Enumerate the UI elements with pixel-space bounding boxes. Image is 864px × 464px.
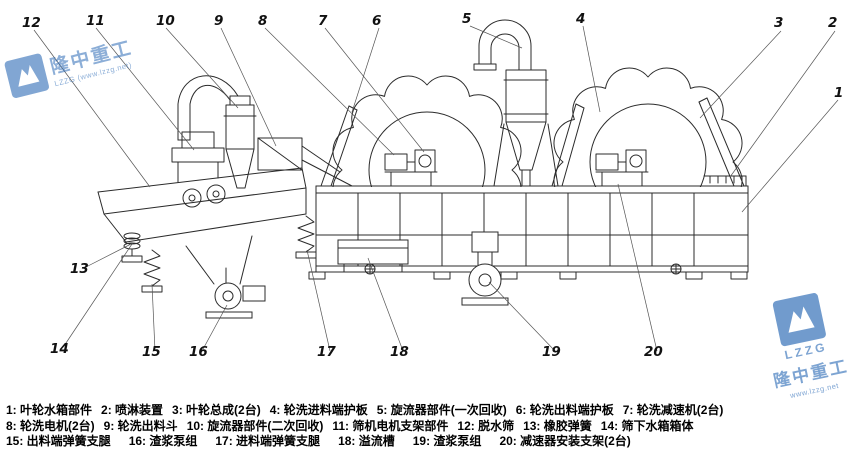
slurry-pump-center <box>461 231 518 306</box>
callout-13: 13 <box>70 261 89 277</box>
callout-7: 7 <box>318 13 328 29</box>
callout-14: 14 <box>50 341 69 357</box>
legend-item-3: 3: 叶轮总成(2台) <box>172 403 261 417</box>
legend-item-19: 19: 渣浆泵组 <box>412 434 482 448</box>
callout-6: 6 <box>372 13 381 29</box>
legend-item-17: 17: 进料端弹簧支腿 <box>215 434 321 448</box>
main-tank-frame <box>308 185 749 280</box>
legend-item-6: 6: 轮洗出料端护板 <box>515 403 614 417</box>
legend-item-7: 7: 轮洗减速机(2台) <box>622 403 724 417</box>
cyclone-secondary <box>177 75 257 189</box>
legend-item-12: 12: 脱水筛 <box>457 418 515 433</box>
callout-18: 18 <box>390 344 409 360</box>
legend-item-11: 11: 筛机电机支架部件 <box>332 418 449 433</box>
callout-17: 17 <box>317 344 336 360</box>
callout-9: 9 <box>214 13 223 29</box>
guard-plates <box>320 97 745 187</box>
legend-row-1: 1: 叶轮水箱部件 2: 喷淋装置 3: 叶轮总成(2台) 4: 轮洗进料端护板… <box>6 403 862 419</box>
spray-pipe <box>703 175 747 187</box>
legend-item-8: 8: 轮洗电机(2台) <box>6 418 95 433</box>
callout-numbers: 1 2 3 4 5 6 7 8 9 10 11 12 13 14 15 16 1… <box>22 11 843 360</box>
legend-item-4: 4: 轮洗进料端护板 <box>269 403 368 417</box>
callout-3: 3 <box>774 15 783 31</box>
legend-item-13: 13: 橡胶弹簧 <box>523 418 592 433</box>
callout-20: 20 <box>644 344 663 360</box>
drive-unit-left <box>384 149 438 187</box>
leader-lines <box>33 25 839 352</box>
dewatering-screen <box>97 131 353 293</box>
legend-item-10: 10: 旋流器部件(二次回收) <box>186 418 324 433</box>
callout-1: 1 <box>834 85 843 101</box>
legend-row-3: 15: 出料端弹簧支腿 16: 渣浆泵组 17: 进料端弹簧支腿 18: 溢流槽… <box>6 434 862 450</box>
bucket-wheels <box>332 67 743 187</box>
callout-12: 12 <box>22 15 41 31</box>
callout-2: 2 <box>828 15 837 31</box>
callout-10: 10 <box>156 13 175 29</box>
callout-8: 8 <box>258 13 267 29</box>
callout-4: 4 <box>575 11 585 27</box>
callout-19: 19 <box>542 344 561 360</box>
legend-item-14: 14: 筛下水箱箱体 <box>600 418 694 433</box>
drive-unit-right <box>595 149 649 187</box>
legend-item-5: 5: 旋流器部件(一次回收) <box>376 403 507 417</box>
parts-legend: 1: 叶轮水箱部件 2: 喷淋装置 3: 叶轮总成(2台) 4: 轮洗进料端护板… <box>6 403 862 450</box>
callout-11: 11 <box>86 13 105 29</box>
callout-16: 16 <box>189 344 208 360</box>
legend-item-9: 9: 轮洗出料斗 <box>103 418 178 433</box>
cyclone-primary <box>473 19 559 187</box>
callout-15: 15 <box>142 344 161 360</box>
overflow-trough <box>337 239 409 273</box>
legend-item-1: 1: 叶轮水箱部件 <box>6 403 93 417</box>
technical-drawing: 1 2 3 4 5 6 7 8 9 10 11 12 13 14 15 16 1… <box>22 11 843 360</box>
slurry-pump-left <box>205 267 266 319</box>
legend-item-20: 20: 减速器安装支架(2台) <box>499 434 631 448</box>
legend-item-2: 2: 喷淋装置 <box>101 403 164 417</box>
legend-item-16: 16: 渣浆泵组 <box>128 434 198 448</box>
legend-item-15: 15: 出料端弹簧支腿 <box>6 434 111 448</box>
legend-row-2: 8: 轮洗电机(2台) 9: 轮洗出料斗 10: 旋流器部件(二次回收) 11:… <box>6 419 862 435</box>
callout-5: 5 <box>462 11 471 27</box>
legend-item-18: 18: 溢流槽 <box>338 434 395 448</box>
